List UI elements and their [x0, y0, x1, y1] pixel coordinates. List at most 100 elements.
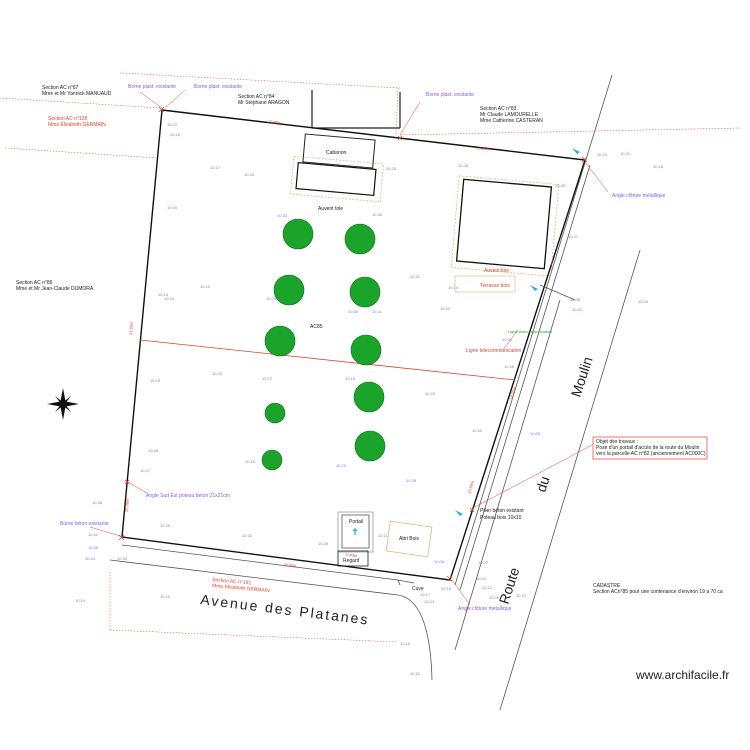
svg-text:Mme et Mr Jean-Claude DUMORA: Mme et Mr Jean-Claude DUMORA — [16, 286, 94, 292]
elevation-label: 10.08 — [570, 297, 581, 302]
svg-text:Section ACn°85 pour une conten: Section ACn°85 pour une contenance d'env… — [593, 589, 723, 595]
elevation-label: 10.26 — [318, 541, 329, 546]
elevation-label: 10.02 — [572, 307, 583, 312]
svg-text:13.69m: 13.69m — [466, 479, 475, 494]
elevation-label: 10.29 — [425, 391, 436, 396]
svg-text:21.83m: 21.83m — [128, 321, 134, 335]
elevation-label: 10.16 — [441, 586, 452, 591]
survey-markers — [118, 106, 588, 582]
elevation-label: 10.46 — [148, 448, 159, 453]
elevation-label: 10.33 — [440, 306, 451, 311]
svg-text:Angle Sud Est poteau béton 21x: Angle Sud Est poteau béton 21x21cm — [146, 493, 230, 499]
elevation-label: 10.10 — [200, 284, 211, 289]
internal-division-line — [139, 339, 516, 381]
elevation-label: 10.19 — [400, 641, 411, 646]
parcel-labels: Section AC n°87 Mme et Mr Yannick MANUAU… — [16, 85, 543, 594]
elevation-label: 10.07 — [478, 560, 489, 565]
elevation-label: 10.13 — [516, 593, 527, 598]
elevation-label: 10.28 — [458, 163, 469, 168]
neighbor-driveway — [311, 90, 401, 129]
cabanon: Cabanon Auvent tole — [290, 133, 384, 212]
svg-text:18.50m: 18.50m — [508, 385, 517, 400]
elevation-label: 10.35 — [555, 183, 566, 188]
svg-text:Mr Claude LAMOURELLE: Mr Claude LAMOURELLE — [480, 112, 539, 118]
elevation-label: 10.38 — [92, 500, 103, 505]
elevation-label: 10.17 — [420, 592, 431, 597]
svg-text:Mme et Mr Yannick MANUAUD: Mme et Mr Yannick MANUAUD — [42, 91, 112, 97]
svg-text:Mme Elisabeth GERMAIN: Mme Elisabeth GERMAIN — [212, 583, 270, 594]
elevation-label: 10.25 — [266, 296, 277, 301]
cadastre-note: CADASTRE Section ACn°85 pour une contena… — [593, 583, 723, 595]
svg-text:Section AC n°128: Section AC n°128 — [48, 116, 87, 122]
svg-text:Terrasse bois: Terrasse bois — [480, 283, 510, 289]
watermark: www.archifacile.fr — [635, 668, 729, 682]
elevation-label: 10.16 — [170, 132, 181, 137]
svg-text:Mme Elisabeth GERMAIN: Mme Elisabeth GERMAIN — [48, 122, 106, 128]
svg-text:Angle clôture métallique: Angle clôture métallique — [458, 606, 512, 612]
svg-text:Objet des travaux :: Objet des travaux : — [596, 439, 638, 445]
svg-text:Portail: Portail — [349, 519, 363, 525]
svg-text:Angle clôture métallique: Angle clôture métallique — [612, 193, 666, 199]
elevation-label: 10.13 — [158, 292, 169, 297]
svg-text:28.50m: 28.50m — [283, 562, 298, 569]
svg-text:Section AC n°161: Section AC n°161 — [212, 577, 252, 586]
elevation-label: 10.39 — [117, 556, 128, 561]
elevation-label: 10.09 — [167, 205, 178, 210]
svg-text:Section AC n°87: Section AC n°87 — [42, 85, 79, 91]
portail-structure: Portail Regard Abri Bois — [337, 511, 433, 567]
svg-text:vers la parcelle AC n°82 (anci: vers la parcelle AC n°82 (anciennement A… — [596, 451, 706, 457]
svg-text:du: du — [533, 474, 553, 494]
svg-text:Borne plast. existante: Borne plast. existante — [128, 84, 176, 90]
svg-text:23.16m: 23.16m — [476, 145, 491, 152]
elevation-label: 10.12 — [262, 376, 273, 381]
elevation-label: 10.45 — [504, 364, 515, 369]
elevation-label: 10.15 — [245, 459, 256, 464]
elevation-label: 10.10 — [75, 598, 86, 603]
svg-text:Ligne telecommunication: Ligne telecommunication — [466, 348, 522, 354]
elevation-label: 10.31 — [410, 274, 421, 279]
elevation-label: 10.05 — [530, 431, 541, 436]
elevation-label: 10.15 — [345, 376, 356, 381]
annotations: Borne plast. existante Borne plast. exis… — [60, 84, 666, 612]
elevation-label: 10.32 — [242, 533, 253, 538]
elevation-label: 10.36 — [88, 545, 99, 550]
svg-text:Auvent tole: Auvent tole — [484, 268, 509, 274]
svg-text:5.40m: 5.40m — [346, 552, 358, 558]
svg-text:Auvent tole: Auvent tole — [318, 206, 343, 212]
svg-text:Mr Stéphane ARAGON: Mr Stéphane ARAGON — [238, 100, 290, 106]
elevation-label: 10.20 — [212, 371, 223, 376]
elevation-label: 10.18 — [653, 164, 664, 169]
svg-text:Cabanon: Cabanon — [326, 150, 347, 156]
svg-text:Borne béton existante: Borne béton existante — [60, 521, 109, 527]
elevation-label: 10.04 — [244, 172, 255, 177]
svg-text:Moulin: Moulin — [568, 355, 596, 399]
elevation-label: 10.40 — [472, 428, 483, 433]
parcel-ac85-boundary — [121, 109, 586, 581]
road-edges — [109, 74, 641, 711]
elevation-label: 10.34 — [164, 296, 175, 301]
svg-text:Ligne telecommunication: Ligne telecommunication — [508, 329, 552, 334]
elevation-label: 10.00 — [638, 299, 649, 304]
objet-travaux-box: Objet des travaux : Pose d'un portail d'… — [592, 436, 708, 460]
elevation-label: 10.17 — [210, 165, 221, 170]
svg-text:Pilier béton existant: Pilier béton existant — [480, 508, 524, 514]
trees — [261, 218, 386, 471]
svg-text:Mme Catherine CASTERAN: Mme Catherine CASTERAN — [480, 118, 543, 124]
elevation-label: 10.29 — [336, 463, 347, 468]
elevation-label: 10.22 — [482, 585, 493, 590]
svg-text:Poteau bois 10x10: Poteau bois 10x10 — [480, 515, 522, 521]
elevation-label: 10.19 — [150, 378, 161, 383]
elevation-label: 10.11 — [378, 533, 388, 538]
elevation-label: 10.14 — [448, 285, 459, 290]
elevation-label: 10.22 — [167, 122, 178, 127]
svg-text:Abri Bois: Abri Bois — [399, 536, 420, 542]
house-building: Auvent tole Terrasse bois — [450, 175, 560, 293]
elevation-label: 10.12 — [410, 671, 421, 676]
svg-text:Section AC n°84: Section AC n°84 — [238, 94, 275, 100]
elevation-label: 10.24 — [597, 152, 608, 157]
elevation-label: 10.42 — [88, 532, 99, 537]
elevation-label: 10.23 — [160, 523, 171, 528]
svg-text:27.89m: 27.89m — [268, 119, 283, 126]
elevation-label: 10.09 — [489, 595, 500, 600]
